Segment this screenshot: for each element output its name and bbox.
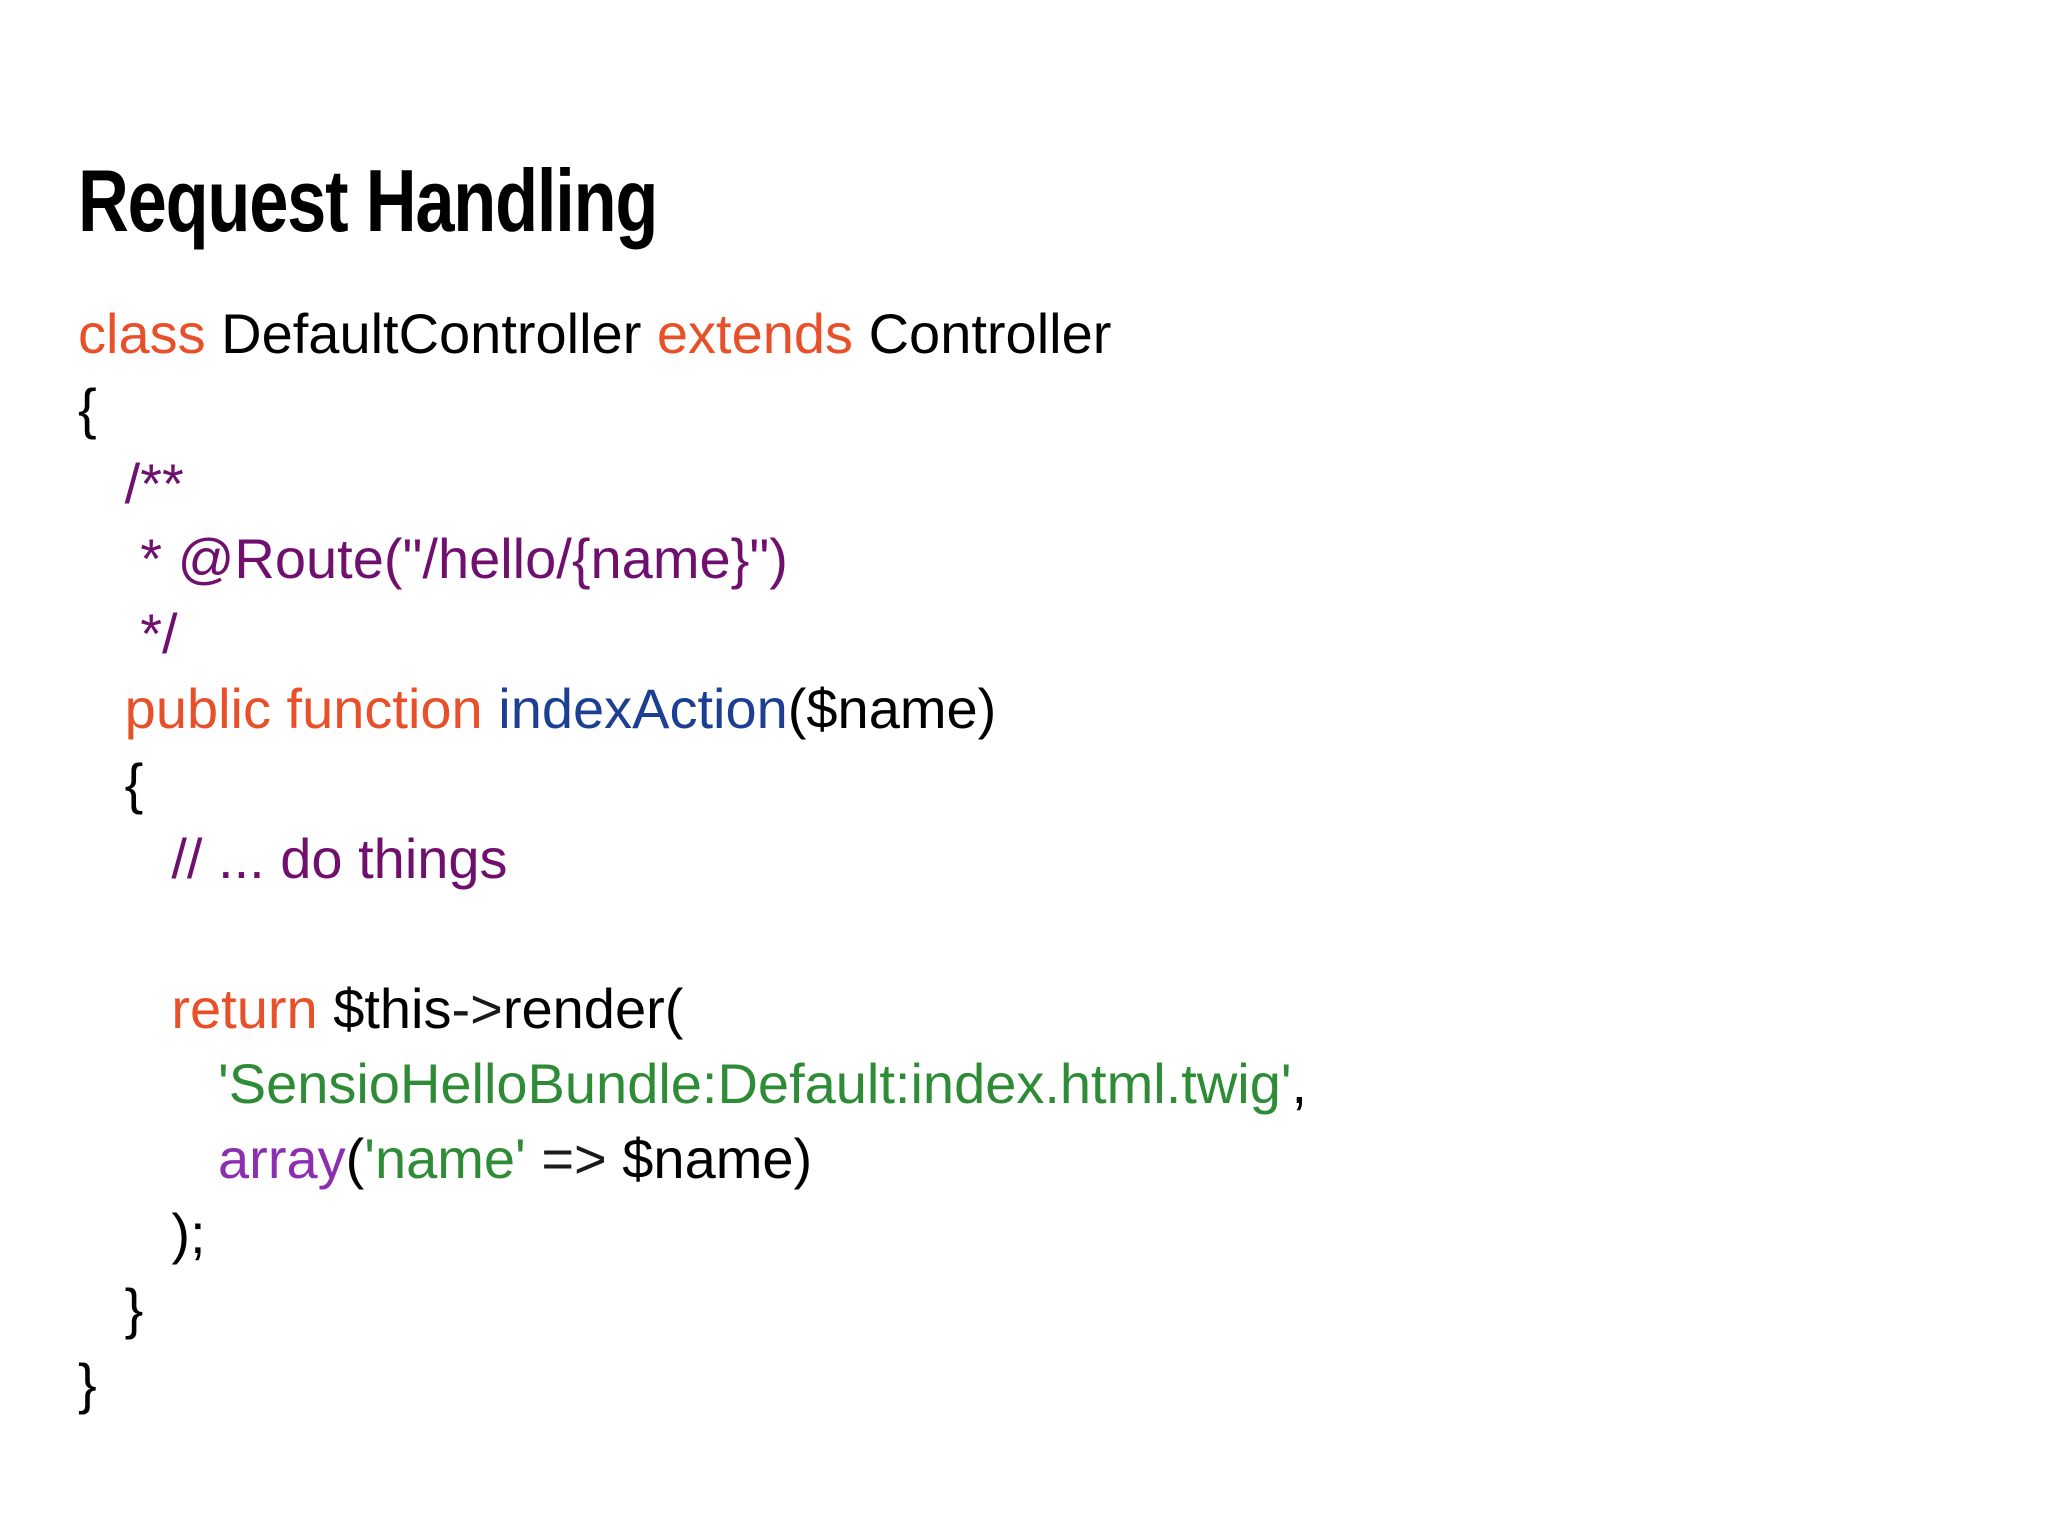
code-line: return $this->render( [78,971,1938,1046]
code-line: } [78,1271,1938,1346]
code-token-default: $this [333,977,452,1040]
code-line: ); [78,1196,1938,1271]
code-token-builtin: array [78,1127,346,1190]
code-token-default: Controller [868,302,1112,365]
code-line: 'SensioHelloBundle:Default:index.html.tw… [78,1046,1938,1121]
code-token-default: } [78,1277,144,1340]
code-token-default: ); [78,1202,206,1265]
code-line: { [78,371,1938,446]
code-token-comment: // ... do things [78,827,508,890]
code-token-function_name: indexAction [498,677,788,740]
code-token-keyword: public function [78,677,499,740]
code-line: // ... do things [78,821,1938,896]
code-line: } [78,1346,1938,1421]
code-token-comment: /** [78,452,184,515]
code-line [78,896,1938,971]
code-token-default: { [78,752,144,815]
code-token-keyword: class [78,302,222,365]
code-token-default: } [78,1352,97,1415]
code-block: class DefaultController extends Controll… [78,296,1938,1421]
code-token-default: ( [345,1127,365,1190]
code-line: */ [78,596,1938,671]
code-token-keyword: return [78,977,334,1040]
code-token-default: ($name) [787,677,997,740]
code-token-keyword: extends [656,302,869,365]
code-token-operator: -> [451,977,503,1040]
code-line: { [78,746,1938,821]
code-token-string: 'SensioHelloBundle:Default:index.html.tw… [78,1052,1292,1115]
code-token-default: , [1291,1052,1308,1115]
code-token-default: render( [502,977,684,1040]
code-token-default: { [78,377,97,440]
code-token-comment: * @Route("/hello/{name}") [78,527,788,590]
code-token-operator: => [541,1127,623,1190]
code-token-default [78,902,94,965]
code-line: * @Route("/hello/{name}") [78,521,1938,596]
code-line: /** [78,446,1938,521]
code-token-default: $name) [622,1127,813,1190]
code-token-comment: */ [78,602,178,665]
code-token-string: 'name' [364,1127,542,1190]
code-line: class DefaultController extends Controll… [78,296,1938,371]
code-token-default: DefaultController [221,302,657,365]
page-title: Request Handling [78,150,658,250]
code-line: array('name' => $name) [78,1121,1938,1196]
code-line: public function indexAction($name) [78,671,1938,746]
